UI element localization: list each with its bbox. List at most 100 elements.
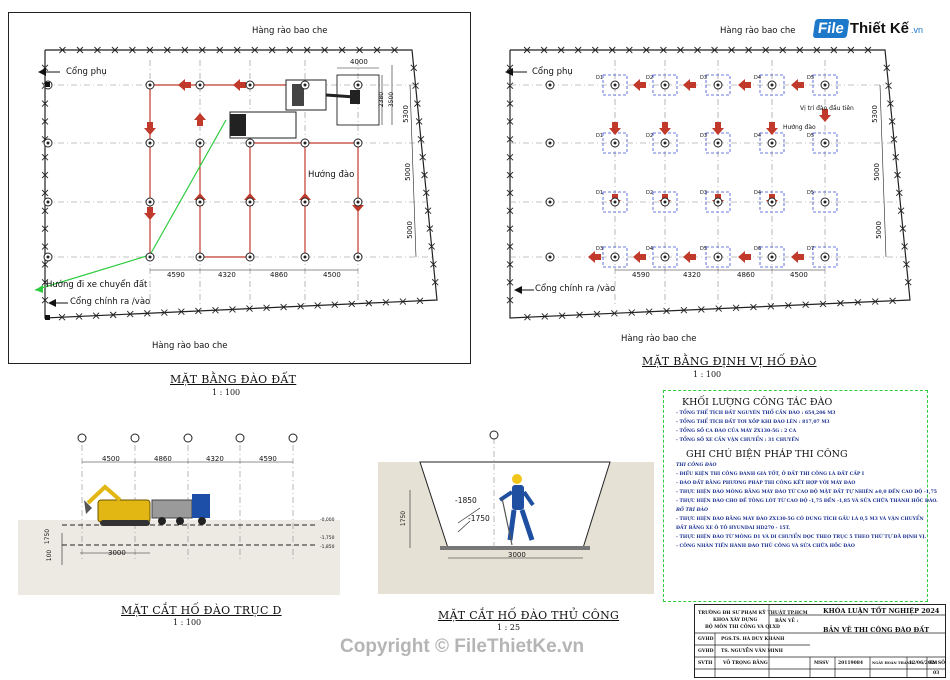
fence-x-mark [854, 299, 862, 306]
fence-x-mark [574, 46, 582, 54]
column-marker-dot [823, 200, 827, 204]
fence-x-mark [680, 306, 688, 314]
column-marker [288, 433, 298, 443]
column-marker-dot [548, 200, 552, 204]
plan1-dim-excavator-w: 4000 [350, 58, 368, 66]
title-block-grid [695, 605, 945, 677]
fence-x-mark [356, 46, 363, 54]
section1-dim-top-1: 4500 [102, 455, 120, 463]
tb-svth: VÕ TRỌNG BẰNG [723, 661, 768, 666]
pit-outline [705, 74, 731, 96]
pit-label: D3 [596, 246, 604, 252]
fence-x-mark [399, 298, 407, 305]
fence-x-mark [382, 299, 390, 306]
fence-x-mark [762, 46, 770, 54]
fence-x-mark [428, 243, 435, 250]
fence-x-mark [365, 299, 373, 307]
fence-x-mark [645, 308, 653, 316]
column-marker-dot [770, 255, 774, 259]
fence-x-mark [904, 278, 912, 286]
column-marker-dot [716, 83, 720, 87]
fence-x-mark [819, 300, 827, 308]
column-marker-dot [356, 83, 360, 87]
plan2-caption: MẶT BẰNG ĐỊNH VỊ HỐ ĐÀO [642, 355, 817, 368]
fence-x-mark [506, 261, 514, 268]
fence-x-mark [732, 304, 740, 312]
pit-label: D5 [700, 246, 708, 252]
plan1-caption: MẶT BẰNG ĐÀO ĐẤT [170, 373, 297, 386]
column-marker [235, 433, 245, 443]
corner-post [45, 315, 50, 320]
tb-sheet: 03 [933, 671, 940, 676]
pit-outline [705, 191, 731, 213]
notes-volume-title: KHỐI LƯỢNG CÔNG TÁC ĐÀO [682, 397, 833, 408]
fence-x-mark [233, 46, 241, 54]
fence-x-mark [506, 64, 514, 72]
dig-arrow [683, 79, 696, 91]
plan1-dim-bottom-1: 4590 [167, 271, 185, 279]
fence-x-mark [889, 297, 896, 305]
title-block: TRƯỜNG ĐH SƯ PHẠM KỸ THUẬT TP.HCM KHOA X… [694, 604, 946, 678]
tb-faculty: KHOA XÂY DỰNG [713, 618, 758, 623]
fence-x-mark [412, 82, 419, 90]
notes-volume-row: - TỔNG THỂ TÍCH ĐẤT TƠI XỐP KHI ĐÀO LÊN … [676, 420, 830, 425]
fence-x-mark [129, 46, 136, 54]
fence-x-mark [41, 100, 49, 107]
plan2-main-gate-label: Cổng chính ra /vào [535, 284, 616, 294]
section1-level-2: -1,750 [320, 536, 335, 541]
fence-x-mark [887, 100, 894, 107]
fence-x-mark [796, 46, 804, 54]
fence-x-mark [41, 118, 49, 125]
tb-svth-label: SVTH [698, 661, 713, 666]
tb-project: KHÓA LUẬN TỐT NGHIỆP 2024 [823, 607, 940, 615]
column-marker [183, 433, 193, 443]
column-marker-dot [248, 83, 252, 87]
pit-outline [602, 191, 628, 213]
fence-x-mark [422, 189, 430, 197]
fence-x-mark [745, 46, 752, 54]
tb-gvhd2-label: GVHD [698, 649, 714, 654]
fence-x-mark [557, 46, 565, 54]
column-marker-dot [613, 83, 617, 87]
column-marker-dot [46, 200, 50, 204]
column-marker-dot [823, 255, 827, 259]
fence-x-mark [506, 225, 514, 232]
column-marker-dot [148, 200, 152, 204]
pit-label: D2 [646, 190, 654, 196]
dig-arrow [791, 79, 804, 91]
tb-drawing-label: BẢN VẼ : [775, 619, 799, 624]
fence-x-mark [421, 171, 428, 179]
fence-x-mark [216, 46, 224, 54]
notes-method-row: - THỰC HIỆN ĐÀO CHO ĐẾ TÔNG LÓT TỪ CAO Đ… [676, 499, 938, 504]
fence-x-mark [506, 153, 514, 161]
column-marker-dot [663, 200, 667, 204]
pit-label: D4 [754, 133, 762, 139]
plan1-fence-bottom-label: Hàng rào bao che [152, 341, 228, 351]
plan1-truck-route-label: Hướng đi xe chuyển đất [46, 280, 148, 290]
fence-x-mark [728, 46, 735, 54]
column-marker-dot [198, 83, 202, 87]
tb-gvhd2: TS. NGUYỄN VĂN MINH [721, 649, 783, 654]
section2-caption: MẶT CẮT HỐ ĐÀO THỦ CÔNG [438, 609, 620, 622]
logo-domain: .vn [911, 25, 924, 35]
column-marker-dot [770, 83, 774, 87]
tb-drawing-title: BẢN VẼ THI CÔNG ĐÀO ĐẤT [823, 626, 930, 634]
column-marker-dot [303, 200, 307, 204]
fence-x-mark [143, 309, 151, 317]
pit-outline [812, 132, 838, 154]
pit-outline [602, 246, 628, 268]
fence-x-mark [195, 307, 202, 315]
pit-label: D3 [700, 190, 708, 196]
plan2-dim-bottom-2: 4320 [683, 271, 701, 279]
pit-label: D5 [807, 190, 815, 196]
tb-date-label: NGÀY HOÀN THÀNH [872, 661, 914, 665]
dig-arrow [738, 79, 751, 91]
fence-x-mark [541, 313, 549, 320]
fence-x-mark [59, 46, 66, 54]
fence-x-mark [109, 311, 117, 319]
fence-x-mark [286, 46, 293, 54]
fence-x-mark [430, 260, 437, 268]
fence-x-mark [303, 46, 311, 54]
